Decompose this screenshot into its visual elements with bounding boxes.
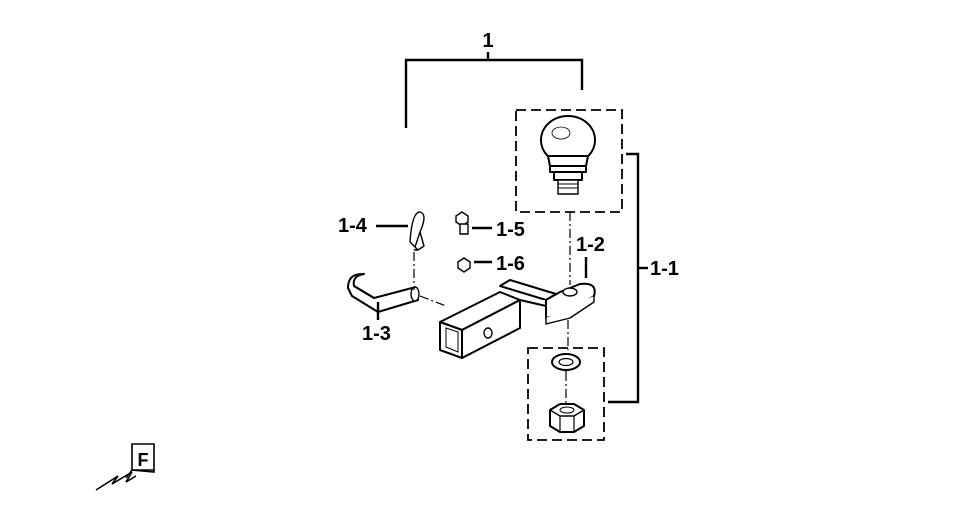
small-bolt: [455, 211, 469, 235]
callout-1: 1: [482, 30, 493, 52]
hitch-pin: [347, 273, 420, 313]
ball-mount-set-bracket: [608, 152, 648, 404]
assembly-bracket: [404, 52, 584, 128]
washer-nut-group-box: [527, 347, 605, 441]
callout-1-1: 1-1: [650, 258, 679, 280]
hitch-ball-group-box: [515, 109, 623, 213]
callout-1-2: 1-2: [576, 234, 605, 256]
small-nut: [457, 257, 471, 273]
front-marker-letter: F: [138, 450, 149, 470]
callout-1-6: 1-6: [496, 253, 525, 275]
hex-nut: [549, 403, 585, 433]
callout-1-5: 1-5: [496, 219, 525, 241]
lock-washer: [551, 353, 581, 372]
clip-pin: [409, 211, 425, 251]
drawbar: [439, 279, 596, 359]
callout-1-4: 1-4: [338, 215, 368, 237]
callout-1-3: 1-3: [362, 323, 391, 345]
hitch-ball: [540, 115, 596, 195]
pin-axis-line: [419, 295, 447, 307]
front-direction-marker: [95, 443, 155, 491]
